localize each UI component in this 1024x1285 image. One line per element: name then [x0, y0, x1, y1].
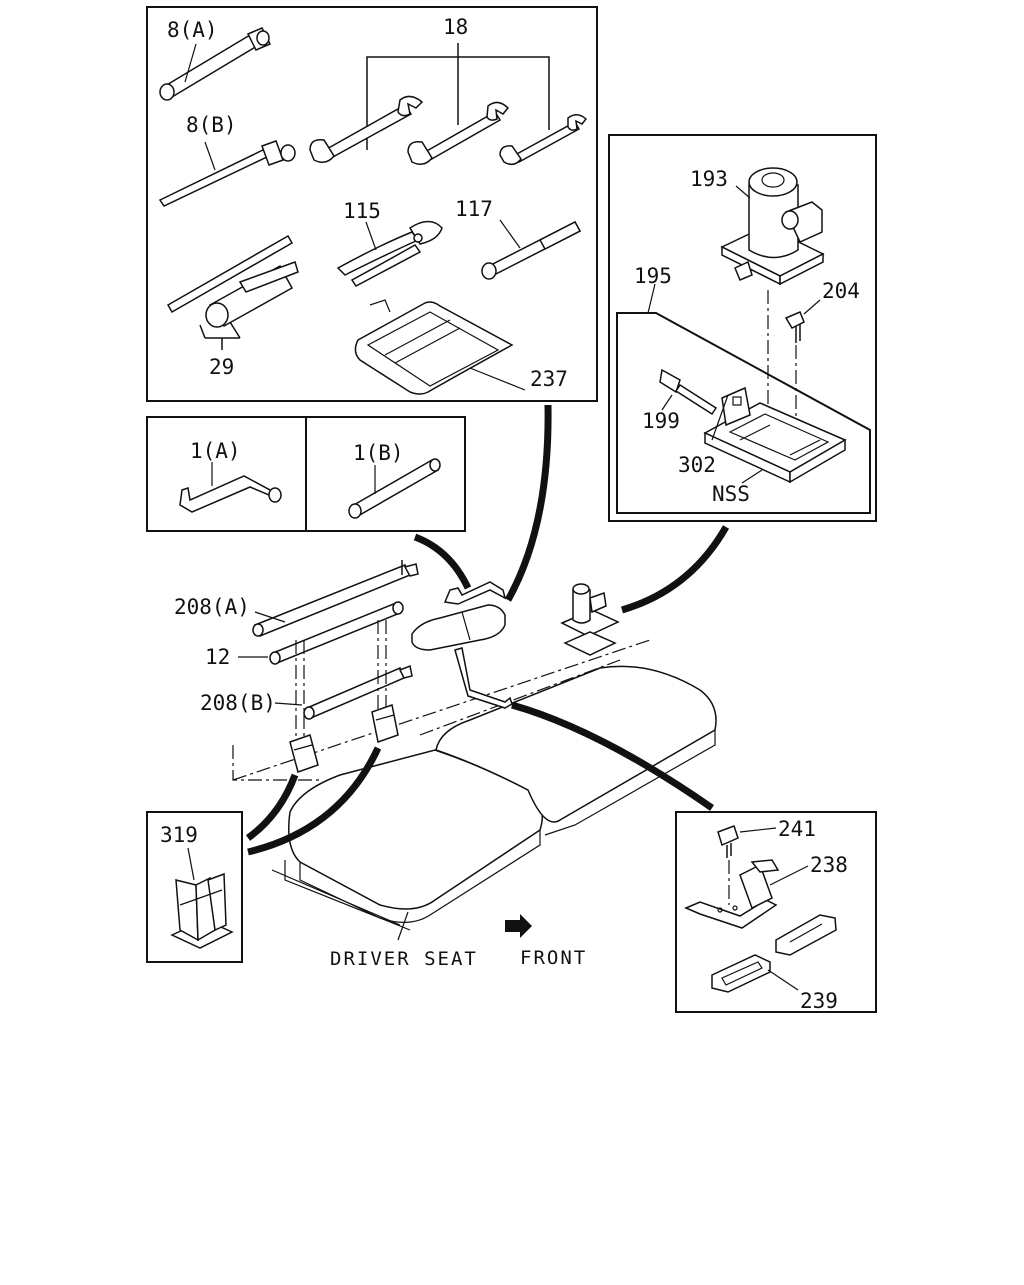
bracket-238	[684, 859, 809, 929]
label-12: 12	[205, 645, 230, 669]
label-208b: 208(B)	[200, 691, 276, 715]
front-arrow	[505, 914, 532, 938]
rod-12	[238, 601, 404, 665]
rod-208b	[274, 664, 413, 720]
arc-clip-right	[247, 746, 382, 856]
jack-frame	[608, 134, 877, 522]
label-1a: 1(A)	[190, 439, 241, 463]
rod-clip-left	[289, 734, 319, 773]
box-wrench-8a	[159, 27, 272, 101]
screwdriver-29	[166, 234, 299, 350]
seat-assembly	[232, 639, 717, 931]
label-nss: NSS	[712, 482, 750, 506]
rod-1b	[348, 458, 441, 519]
connector-arcs	[245, 404, 730, 856]
seat-tool-bag	[411, 604, 506, 651]
label-115: 115	[343, 199, 381, 223]
label-204: 204	[822, 279, 860, 303]
label-193: 193	[690, 167, 728, 191]
clip-319	[170, 847, 234, 949]
bag-bracket	[454, 647, 513, 709]
label-199: 199	[642, 409, 680, 433]
seat-jack	[560, 583, 620, 656]
jack-panel: 193 204 195 1	[608, 134, 877, 522]
arc-jack-to-seat	[621, 525, 730, 614]
label-1b: 1(B)	[353, 441, 404, 465]
clip-panel: 319	[146, 811, 243, 963]
handle-panel: 1(A) 1(B)	[146, 416, 466, 532]
label-117: 117	[455, 197, 493, 221]
label-237: 237	[530, 367, 568, 391]
caption-front: FRONT	[520, 947, 587, 969]
clip-239-lower	[711, 954, 799, 993]
label-8b: 8(B)	[186, 113, 237, 137]
bracket-frame	[675, 811, 877, 1013]
bolt-204	[784, 299, 821, 343]
label-208a: 208(A)	[174, 595, 250, 619]
crank-handle-1a	[179, 462, 282, 513]
arc-clip-left	[245, 773, 299, 841]
socket-bar-117	[481, 219, 582, 280]
arc-handle-to-seat	[413, 533, 472, 590]
wing-bolt-199	[659, 368, 718, 416]
bent-wrench-8b	[158, 140, 296, 207]
label-239: 239	[800, 989, 838, 1013]
label-241: 241	[778, 817, 816, 841]
tool-kit-frame	[146, 6, 598, 402]
label-302: 302	[678, 453, 716, 477]
label-29: 29	[209, 355, 234, 379]
rod-clip-right	[371, 704, 399, 743]
bracket-panel: 241 238 239	[675, 811, 877, 1013]
clip-239-upper	[775, 914, 837, 956]
label-195: 195	[634, 264, 672, 288]
arc-toolkit-to-bag	[504, 404, 552, 602]
arc-bracket	[511, 701, 714, 811]
screw-241	[717, 825, 777, 905]
spanner-set-18	[309, 43, 588, 166]
seat-handle	[443, 581, 507, 605]
jack-193	[720, 167, 825, 286]
clip-frame	[146, 811, 243, 963]
jack-tray	[703, 386, 847, 484]
tool-bag-237	[354, 299, 526, 395]
passenger-seat	[435, 665, 717, 823]
pliers-115	[336, 220, 443, 287]
tray-frame	[616, 312, 871, 514]
label-319: 319	[160, 823, 198, 847]
label-18: 18	[443, 15, 468, 39]
rod-208a	[252, 560, 419, 637]
tool-kit-panel: 8(A) 8(B) 18	[146, 6, 598, 402]
label-238: 238	[810, 853, 848, 877]
label-8a: 8(A)	[167, 18, 218, 42]
caption-driver-seat: DRIVER SEAT	[330, 948, 478, 970]
